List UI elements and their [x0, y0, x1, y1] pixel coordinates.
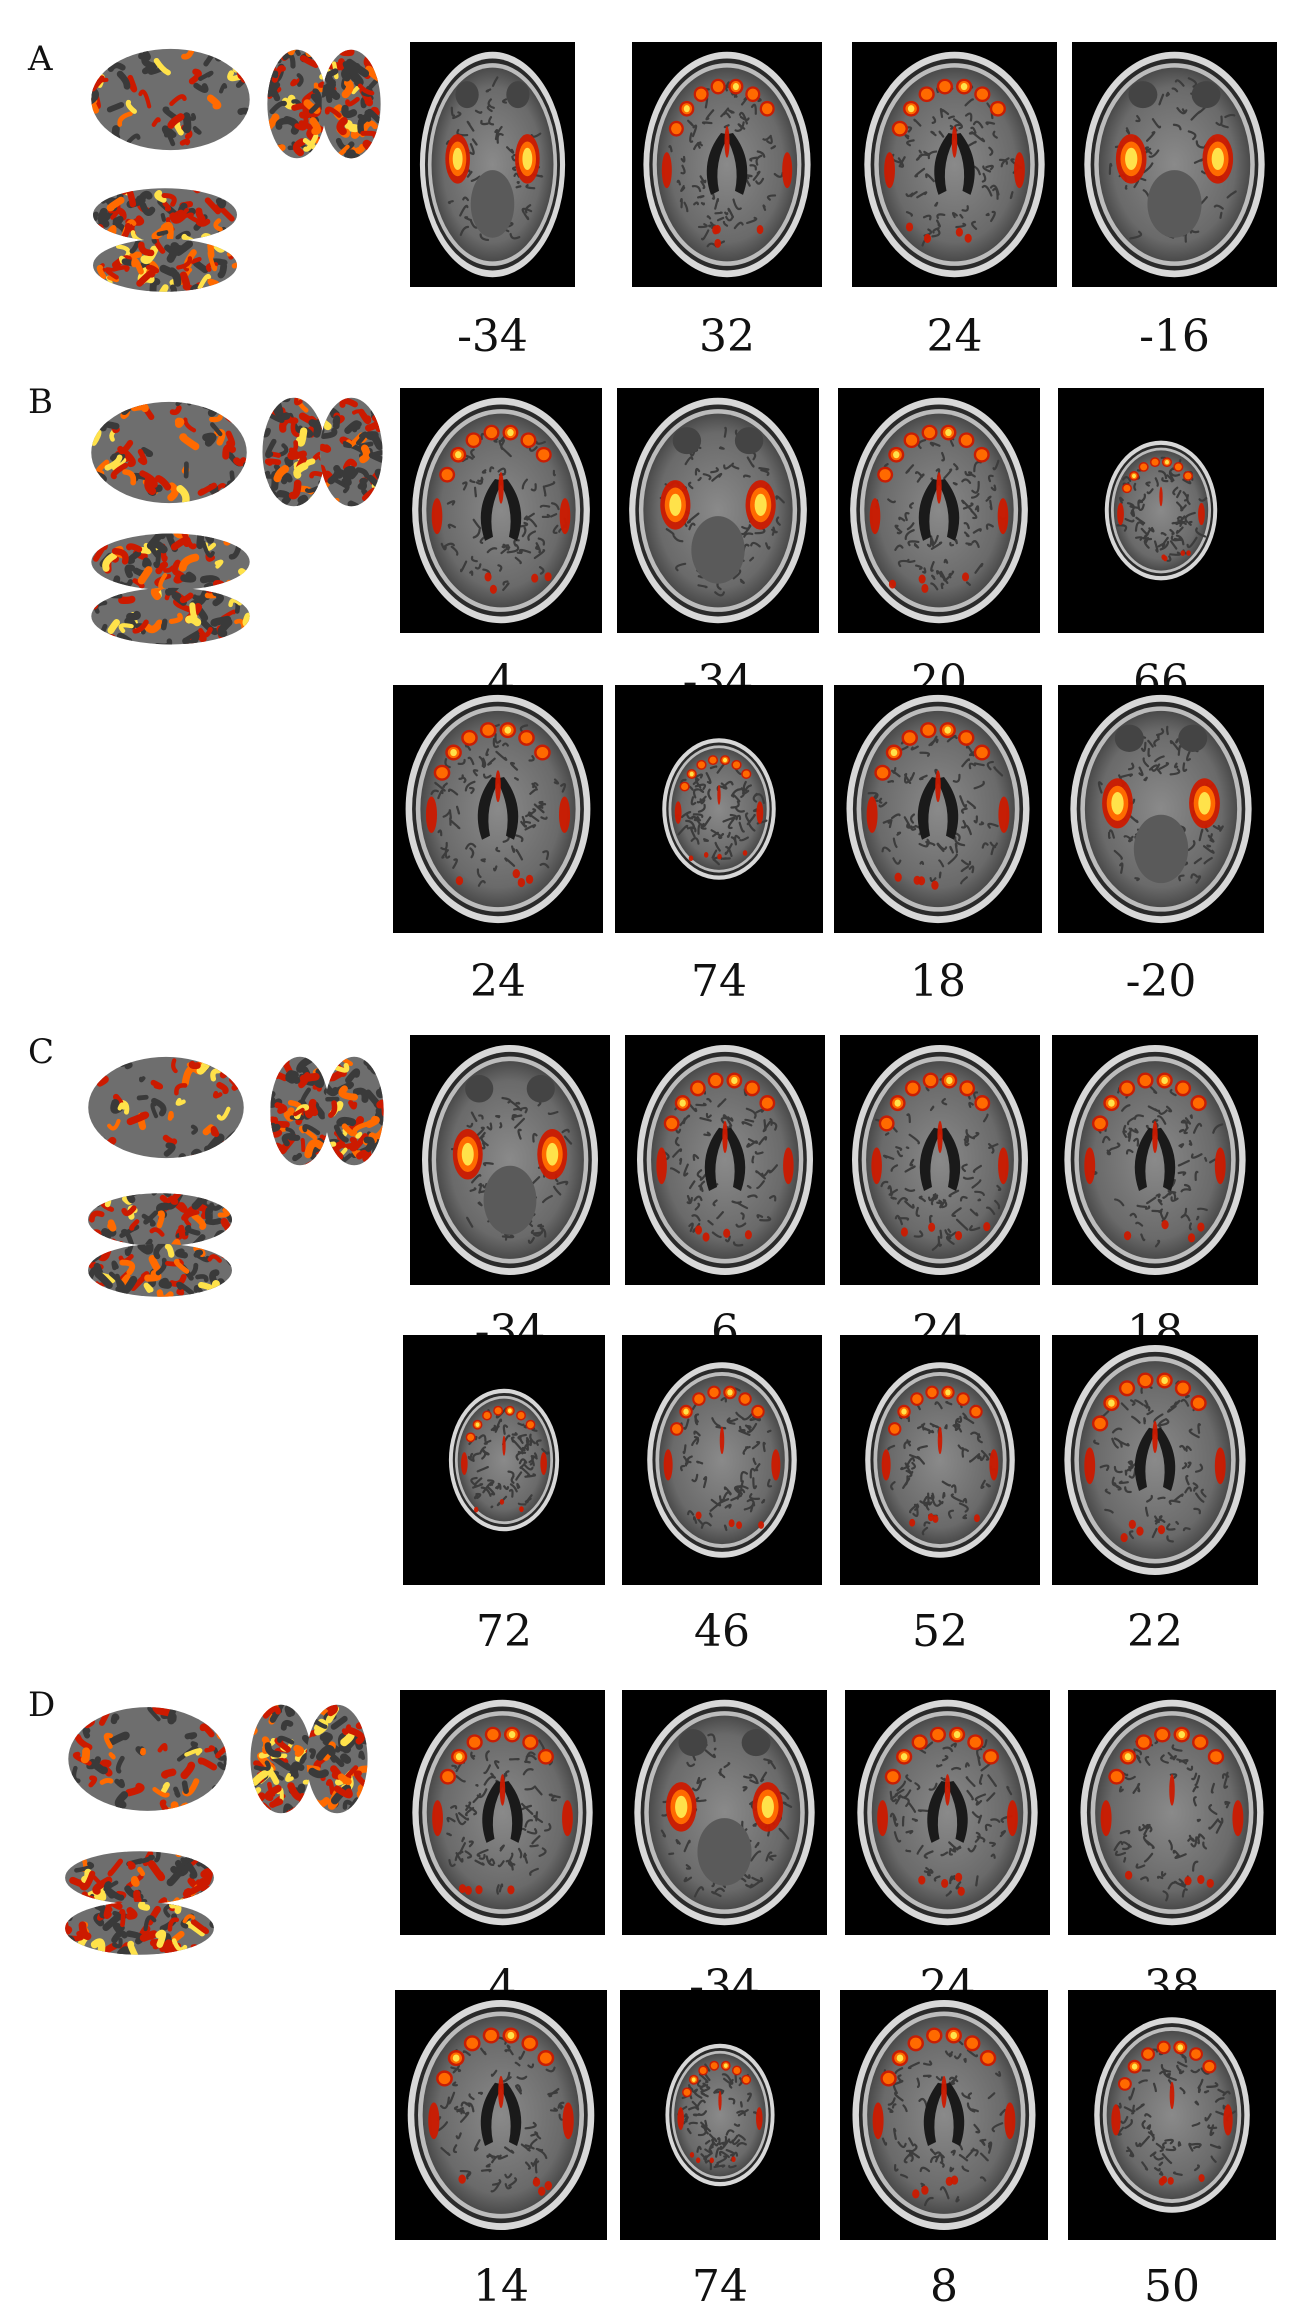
axial-slice [620, 1990, 820, 2240]
panel-label: D [28, 1685, 56, 1725]
slice-coordinate-label: -34 [457, 311, 528, 362]
axial-slice [838, 388, 1040, 633]
axial-slice [393, 685, 603, 933]
axial-slice [410, 1035, 610, 1285]
slice-coordinate-label: 32 [699, 311, 755, 362]
axial-slice [632, 42, 822, 287]
brain-surface-lateral [65, 1700, 230, 1818]
axial-slice [1052, 1035, 1258, 1285]
slice-coordinate-label: -16 [1139, 311, 1210, 362]
axial-slice [840, 1035, 1040, 1285]
brain-surface-lateral [85, 1050, 247, 1165]
panel-label: C [28, 1032, 55, 1072]
slice-coordinate-label: 74 [692, 2261, 748, 2312]
axial-slice [410, 42, 575, 287]
axial-slice [1052, 1335, 1258, 1585]
slice-coordinate-label: 8 [930, 2261, 958, 2312]
brain-surface-lateral [88, 395, 250, 510]
brain-surface-front [265, 45, 383, 163]
axial-slice [1068, 1990, 1276, 2240]
axial-slice [1058, 388, 1264, 633]
brain-surface-top [88, 530, 253, 648]
axial-slice [400, 1690, 605, 1935]
slice-coordinate-label: 72 [476, 1606, 532, 1657]
axial-slice [617, 388, 819, 633]
brain-surface-top [90, 185, 240, 295]
panel-label: A [28, 39, 53, 79]
panel-label: B [28, 382, 53, 422]
axial-slice [852, 42, 1057, 287]
slice-coordinate-label: 24 [926, 311, 983, 362]
axial-slice [403, 1335, 605, 1585]
axial-slice [625, 1035, 825, 1285]
axial-slice [622, 1335, 822, 1585]
axial-slice [395, 1990, 607, 2240]
slice-coordinate-label: 74 [691, 956, 747, 1007]
brain-surface-top [62, 1848, 217, 1958]
brain-surface-lateral [88, 42, 253, 157]
slice-coordinate-label: 52 [912, 1606, 968, 1657]
brain-surface-front [248, 1700, 370, 1818]
axial-slice [1058, 685, 1264, 933]
axial-slice [840, 1335, 1040, 1585]
slice-coordinate-label: 24 [470, 956, 526, 1007]
axial-slice [834, 685, 1042, 933]
slice-coordinate-label: -20 [1125, 956, 1197, 1007]
brain-surface-top [85, 1190, 235, 1300]
brain-surface-front [260, 393, 385, 511]
axial-slice [840, 1990, 1048, 2240]
axial-slice [622, 1690, 827, 1935]
slice-coordinate-label: 18 [910, 956, 966, 1007]
axial-slice [400, 388, 602, 633]
axial-slice [615, 685, 823, 933]
brain-surface-front [268, 1052, 386, 1170]
slice-coordinate-label: 50 [1144, 2261, 1200, 2312]
axial-slice [845, 1690, 1050, 1935]
slice-coordinate-label: 14 [473, 2261, 529, 2312]
slice-coordinate-label: 46 [694, 1606, 750, 1657]
slice-coordinate-label: 22 [1127, 1606, 1183, 1657]
axial-slice [1068, 1690, 1276, 1935]
axial-slice [1072, 42, 1277, 287]
